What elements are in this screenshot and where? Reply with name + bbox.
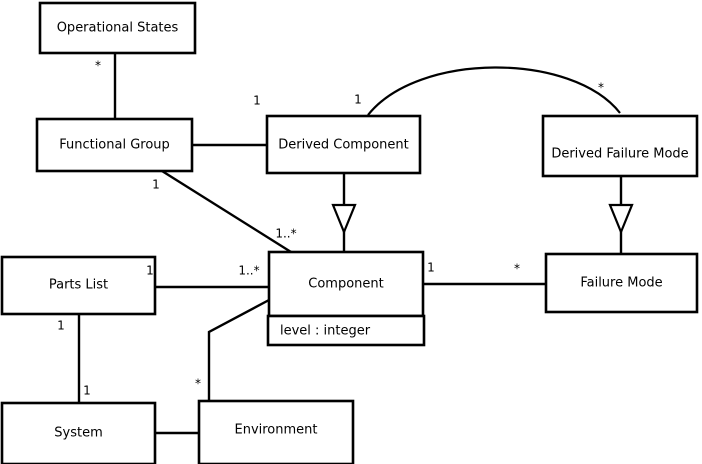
generalization-arrow-derived-failure-mode-to-failure-mode [608, 203, 634, 235]
multiplicity-label-mult-comp-fm-far: * [514, 262, 520, 276]
class-box-operational-states[interactable]: Operational States [38, 1, 197, 55]
multiplicity-label-mult-pl-sys-bottom: 1 [83, 384, 91, 398]
multiplicity-label-mult-dc-dfm-near: 1 [354, 93, 362, 107]
association-functional-group-component[interactable] [161, 169, 292, 254]
multiplicity-label-mult-fg-comp-far: 1..* [275, 227, 296, 241]
class-box-environment[interactable]: Environment [197, 399, 355, 464]
class-box-component[interactable]: Component level : integer [266, 250, 426, 347]
class-box-system[interactable]: System [0, 401, 157, 464]
class-box-failure-mode[interactable]: Failure Mode [544, 252, 699, 314]
class-name-functional-group: Functional Group [59, 138, 170, 153]
multiplicity-label-mult-pl-sys-top: 1 [57, 319, 65, 333]
multiplicity-label-mult-pl-comp-far: 1..* [238, 264, 259, 278]
association-derived-component-derived-failure-mode[interactable] [367, 66, 621, 116]
class-name-operational-states: Operational States [57, 21, 179, 36]
class-box-parts-list[interactable]: Parts List [0, 255, 157, 316]
association-layer [77, 53, 621, 435]
class-rect-component [267, 250, 425, 318]
multiplicity-label-mult-fg-comp-near: 1 [152, 178, 160, 192]
class-name-failure-mode: Failure Mode [580, 276, 662, 291]
class-rect-functional-group [35, 117, 194, 173]
class-rect-operational-states [38, 1, 197, 55]
association-environment-component[interactable] [207, 298, 270, 401]
class-name-system: System [54, 426, 102, 441]
class-name-derived-failure-mode: Derived Failure Mode [551, 147, 688, 162]
class-rect-failure-mode [544, 252, 699, 314]
class-name-environment: Environment [234, 423, 317, 438]
multiplicity-label-mult-comp-fm-near: 1 [427, 261, 435, 275]
class-box-derived-component[interactable]: Derived Component [265, 114, 422, 175]
multiplicity-label-mult-fg-dc: 1 [253, 94, 261, 108]
class-rect-environment [197, 399, 355, 464]
class-rect-derived-component [265, 114, 422, 175]
multiplicity-label-mult-pl-comp-near: 1 [146, 264, 154, 278]
class-name-derived-component: Derived Component [278, 138, 409, 153]
class-box-functional-group[interactable]: Functional Group [35, 117, 194, 173]
class-rect-derived-failure-mode [541, 114, 699, 178]
class-name-component: Component [308, 277, 383, 292]
multiplicity-label-mult-env-comp: * [195, 377, 201, 391]
generalization-layer [331, 173, 634, 254]
class-name-parts-list: Parts List [49, 278, 108, 293]
class-rect-system [0, 401, 157, 464]
generalization-arrow-derived-component-to-component [331, 203, 357, 235]
multiplicity-label-layer: * 1 1 1..* 1 * 1 1..* 1 1 * 1 * [57, 59, 604, 398]
attribute-text-component-level: level : integer [280, 324, 371, 339]
multiplicity-label-mult-dc-dfm-far: * [598, 81, 604, 95]
attribute-compartment-component-level [266, 314, 426, 347]
class-box-derived-failure-mode[interactable]: Derived Failure Mode [541, 114, 699, 178]
class-rect-parts-list [0, 255, 157, 316]
multiplicity-label-mult-opstates-fg: * [95, 59, 101, 73]
